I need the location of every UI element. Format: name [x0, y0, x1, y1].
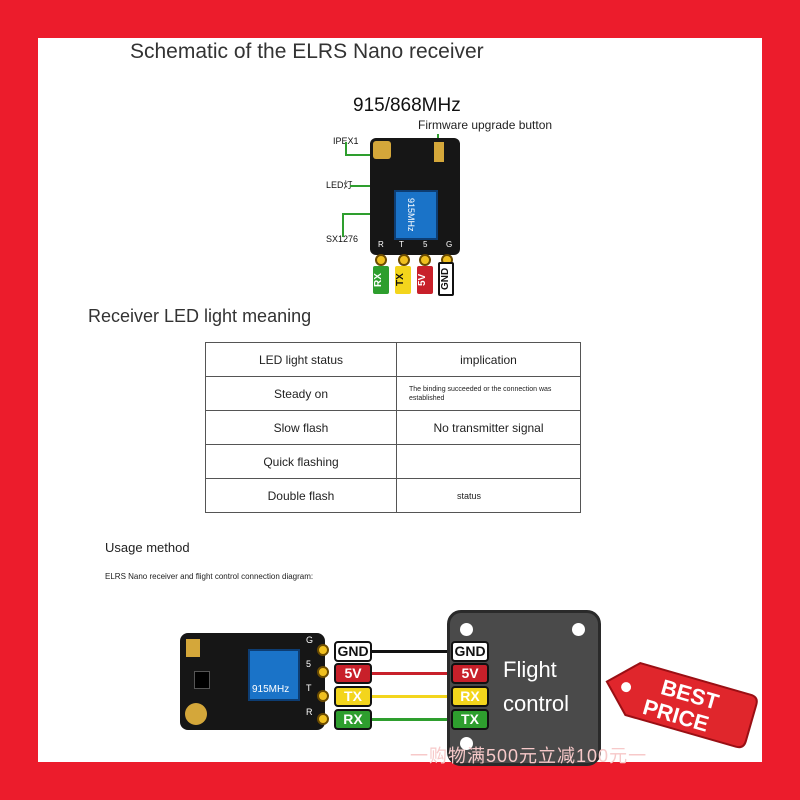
table-row: Steady on The binding succeeded or the c… — [205, 376, 581, 411]
table-row: Slow flash No transmitter signal — [205, 410, 581, 445]
pin-letter-g: G — [306, 635, 314, 645]
ipex-pointer — [345, 142, 372, 156]
tag-gnd: GND — [438, 262, 454, 296]
pin-letter-t: T — [306, 683, 312, 693]
pin-gnd — [317, 644, 329, 656]
chip-text: 915MHz — [406, 198, 416, 232]
table-row: Quick flashing — [205, 444, 581, 479]
recv-label-gnd: GND — [334, 641, 372, 662]
implication-cell — [396, 444, 581, 479]
led-component — [194, 671, 210, 689]
fc-label-rx: RX — [451, 686, 489, 707]
pin-rx — [375, 254, 387, 266]
ipex-connector — [185, 703, 207, 725]
sx-pointer — [342, 213, 374, 237]
implication-cell: status — [396, 478, 581, 513]
usage-heading: Usage method — [105, 540, 190, 555]
tag-rx: RX — [373, 266, 389, 294]
chip-text: 915MHz — [252, 684, 290, 695]
mount-hole — [460, 737, 473, 750]
pin-letter-r: R — [378, 240, 384, 249]
table-row: Double flash status — [205, 478, 581, 513]
promo-watermark: 一购物满500元立减100元一 — [410, 746, 648, 766]
usage-subheading: ELRS Nano receiver and flight control co… — [105, 572, 314, 581]
receiver-board-diagram: 915MHz G 5 T R — [180, 633, 325, 730]
pin-5v — [419, 254, 431, 266]
ipex-label: IPEX1 — [333, 136, 359, 146]
led-pointer — [350, 185, 372, 187]
recv-label-5v: 5V — [334, 663, 372, 684]
pin-tx — [398, 254, 410, 266]
pin-letter-t: T — [399, 240, 404, 249]
ipex-connector — [373, 141, 391, 159]
fc-label-gnd: GND — [451, 641, 489, 662]
fc-title-line2: control — [503, 691, 570, 716]
sx1276-chip: 915MHz — [394, 190, 438, 240]
led-table: LED light status implication Steady on T… — [205, 342, 581, 513]
tag-tx: TX — [395, 266, 411, 294]
fc-label-5v: 5V — [451, 663, 489, 684]
wire-tx-rx — [370, 695, 454, 698]
firmware-button — [186, 639, 200, 657]
led-section-heading: Receiver LED light meaning — [88, 306, 312, 326]
mount-hole — [460, 623, 473, 636]
tag-5v: 5V — [417, 266, 433, 294]
badge-hole — [621, 682, 632, 693]
firmware-button — [434, 142, 444, 162]
pin-letter-g: G — [446, 240, 453, 249]
header-implication: implication — [396, 342, 581, 377]
pin-tx — [317, 690, 329, 702]
badge-tag-shape — [605, 662, 758, 749]
pin-letter-r: R — [306, 707, 313, 717]
status-cell: Steady on — [205, 376, 397, 411]
fc-label-tx: TX — [451, 709, 489, 730]
header-status: LED light status — [205, 342, 397, 377]
sx1276-chip: 915MHz — [248, 649, 300, 701]
best-price-badge: BEST PRICE — [605, 662, 758, 749]
firmware-button-label: Firmware upgrade button — [418, 118, 553, 132]
led-label: LED灯 — [326, 180, 353, 190]
status-cell: Slow flash — [205, 410, 397, 445]
sx-label: SX1276 — [326, 234, 359, 244]
recv-label-tx: TX — [334, 686, 372, 707]
wire-gnd — [370, 650, 454, 653]
implication-cell: No transmitter signal — [396, 410, 581, 445]
pin-rx — [317, 713, 329, 725]
status-cell: Double flash — [205, 478, 397, 513]
wire-5v — [370, 672, 454, 675]
pin-letter-5: 5 — [306, 659, 312, 669]
fc-title-line1: Flight — [503, 657, 557, 682]
pin-letter-5: 5 — [423, 240, 428, 249]
status-cell: Quick flashing — [205, 444, 397, 479]
receiver-board-schematic: 915MHz R T 5 G — [370, 138, 460, 255]
schematic-title: Schematic of the ELRS Nano receiver — [130, 40, 484, 63]
implication-cell: The binding succeeded or the connection … — [396, 376, 581, 411]
table-header-row: LED light status implication — [205, 342, 581, 377]
mount-hole — [572, 623, 585, 636]
pin-5v — [317, 666, 329, 678]
wire-rx-tx — [370, 718, 454, 721]
recv-label-rx: RX — [334, 709, 372, 730]
frequency-label: 915/868MHz — [353, 95, 461, 116]
